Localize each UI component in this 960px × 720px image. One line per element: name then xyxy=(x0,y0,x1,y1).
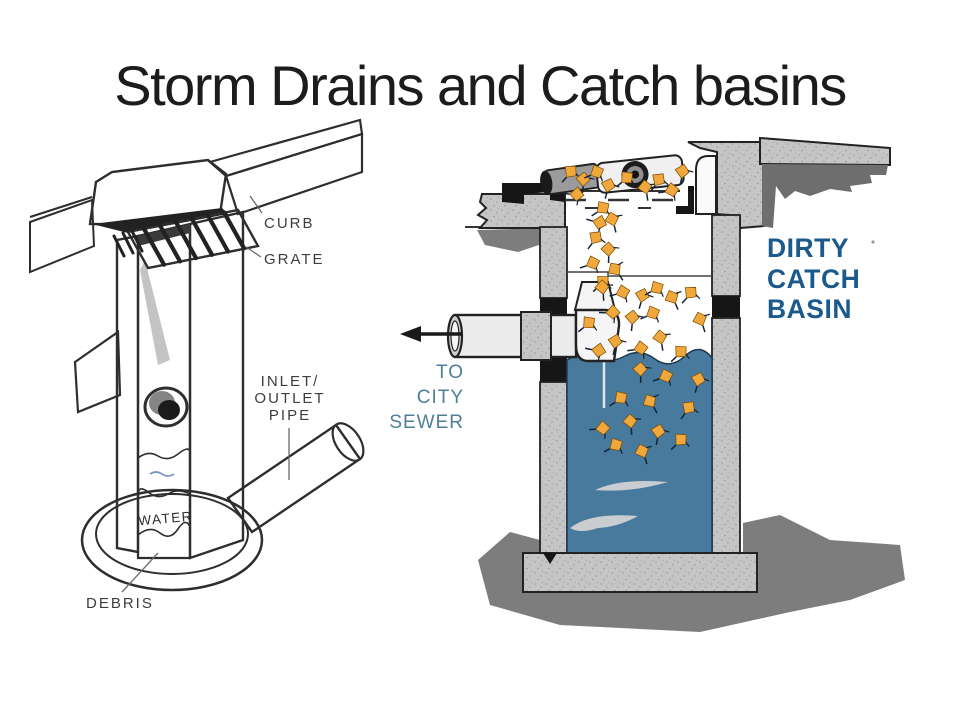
curb-block xyxy=(88,158,228,233)
dirty-catch-basin-line-3: BASIN xyxy=(767,294,852,324)
inlet-outlet-pipe-label-1: INLET/ xyxy=(261,373,320,390)
grate-edge-slots xyxy=(112,229,144,258)
pipe-opening-hole xyxy=(143,386,189,428)
pipe-stub-left xyxy=(73,329,122,414)
flow-arrow xyxy=(400,326,462,342)
street-surface-left xyxy=(29,195,96,274)
debris-label: DEBRIS xyxy=(86,595,154,612)
chamber-ledge-line xyxy=(567,271,712,277)
dirty-catch-basin-label: DIRTY CATCH BASIN xyxy=(767,233,860,324)
soil-under-sidewalk xyxy=(762,164,888,228)
drain-shaft: WATER xyxy=(115,210,245,560)
storm-drain-illustration: WATER CURB GRATE I xyxy=(29,118,365,612)
left-diagram-labels: CURB GRATE INLET/ OUTLET PIPE DEBRIS xyxy=(86,195,325,612)
basin-base-slab xyxy=(522,552,758,593)
debris-layer xyxy=(137,521,191,559)
to-city-sewer-label: TO CITY SEWER xyxy=(390,362,464,433)
slide-title: Storm Drains and Catch basins xyxy=(114,54,847,117)
curb-inner-face xyxy=(695,155,717,215)
street-surface-right xyxy=(207,118,364,216)
water-level xyxy=(137,448,191,498)
inlet-outlet-pipe xyxy=(226,422,365,534)
dirty-catch-basin-line-1: DIRTY xyxy=(767,233,849,263)
ground-shadow xyxy=(477,228,905,632)
to-city-sewer-line-3: SEWER xyxy=(390,412,464,433)
flow-dashes xyxy=(565,198,673,209)
sediment-swirl xyxy=(595,481,668,491)
dirty-catch-basin-line-2: CATCH xyxy=(767,264,860,294)
inlet-jamb xyxy=(676,186,694,214)
to-city-sewer-line-2: CITY xyxy=(417,387,464,408)
grate xyxy=(112,208,260,270)
catch-basin-illustration: TO CITY SEWER DIRTY CATCH BASIN xyxy=(390,136,905,632)
curb-label: CURB xyxy=(264,215,315,232)
inlet-outlet-pipe-label-3: PIPE xyxy=(269,407,311,424)
sewer-pipe xyxy=(446,281,621,363)
water-ripple xyxy=(149,471,175,477)
drain-bowl-base xyxy=(80,488,264,592)
to-city-sewer-line-1: TO xyxy=(436,362,464,383)
sediment-swirl xyxy=(570,515,638,531)
water-label: WATER xyxy=(138,509,194,529)
inlet-outlet-pipe-label-2: OUTLET xyxy=(254,390,325,407)
grate-label: GRATE xyxy=(264,251,325,268)
